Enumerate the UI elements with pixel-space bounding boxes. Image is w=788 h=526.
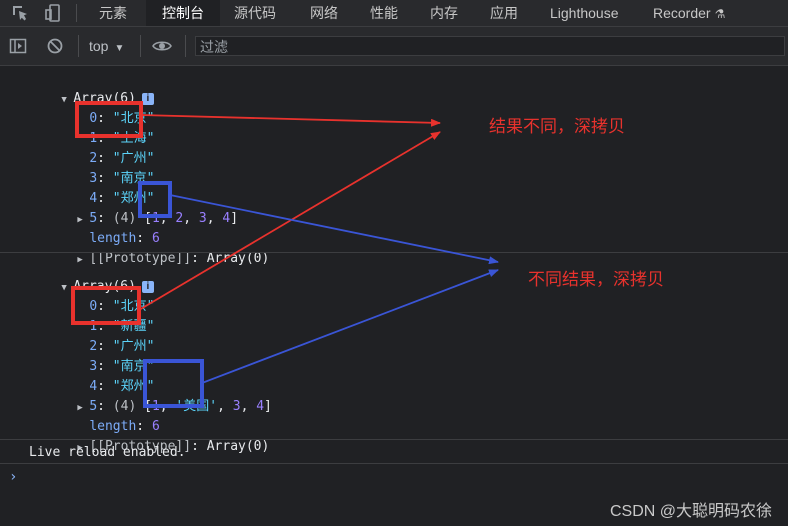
devtools-tab-bar: 元素 控制台 源代码 网络 性能 内存 应用 Lighthouse Record… xyxy=(0,0,788,27)
tab-elements[interactable]: 元素 xyxy=(99,5,127,21)
live-expression-eye-icon[interactable] xyxy=(152,37,172,55)
array1-nested-count: (4) xyxy=(112,211,137,226)
highlight-box-usa xyxy=(143,359,204,408)
array2-nested-index: 5 xyxy=(89,399,98,414)
highlight-box-value-2 xyxy=(138,181,172,218)
arrow-shanghai xyxy=(140,114,441,127)
array1-item-4: 4: "郑州" xyxy=(89,191,155,206)
info-icon[interactable]: i xyxy=(141,281,154,293)
array2-nested-value-2: 3 xyxy=(232,399,241,414)
array1-nested-value-0: 1 xyxy=(151,211,160,226)
array1-item-2: 2: "广州" xyxy=(89,151,155,166)
tab-application[interactable]: 应用 xyxy=(490,5,518,21)
flask-icon: ⚗ xyxy=(714,7,726,21)
collapsed-triangle-icon: ▶ xyxy=(77,215,83,225)
sidebar-toggle-icon[interactable] xyxy=(9,37,27,55)
caret-down-icon: ▼ xyxy=(114,43,125,54)
array1-length-key: length xyxy=(89,231,137,246)
array2-item-1-index: 1 xyxy=(89,319,98,334)
collapsed-triangle-icon: ▶ xyxy=(77,403,83,413)
array1-nested-value-1: 2 xyxy=(175,211,184,226)
console-toolbar: top ▼ 过滤 xyxy=(0,27,788,66)
console-divider xyxy=(0,463,788,464)
console-divider xyxy=(0,439,788,440)
watermark: CSDN @大聪明码农徐 xyxy=(609,503,772,520)
array1-item-4-value: "郑州" xyxy=(112,191,155,206)
annotation-top: 结果不同，深拷贝 xyxy=(489,117,625,136)
array1-item-2-value: "广州" xyxy=(112,151,155,166)
array2-nested-count: (4) xyxy=(112,399,137,414)
toolbar-separator xyxy=(185,35,186,57)
context-selector[interactable]: top ▼ xyxy=(89,38,124,54)
filter-input[interactable]: 过滤 xyxy=(195,36,785,56)
array1-nested-value-2: 3 xyxy=(198,211,207,226)
clear-console-icon[interactable] xyxy=(46,37,64,55)
tab-performance[interactable]: 性能 xyxy=(370,5,398,21)
tab-recorder[interactable]: Recorder⚗ xyxy=(653,0,725,26)
array1-prototype[interactable]: ▶[[Prototype]]: Array(0) xyxy=(46,229,269,266)
array2-item-2-index: 2 xyxy=(89,339,98,354)
array1-item-4-index: 4 xyxy=(89,191,98,206)
array2-item-2-value: "广州" xyxy=(112,339,155,354)
array1-item-2-index: 2 xyxy=(89,151,98,166)
array1-nested-array[interactable]: ▶5: (4) [1, 2, 3, 4] xyxy=(46,189,238,226)
tab-network[interactable]: 网络 xyxy=(310,5,338,21)
expanded-triangle-icon: ▼ xyxy=(61,283,67,293)
array1-item-0-index: 0 xyxy=(89,111,98,126)
tab-memory[interactable]: 内存 xyxy=(430,5,458,21)
status-message: Live reload enabled. xyxy=(29,445,186,460)
console-prompt-icon[interactable]: › xyxy=(9,469,18,485)
array2-item-0: 0: "北京" xyxy=(89,299,155,314)
array2-length: length: 6 xyxy=(89,419,160,434)
array2-item-4-index: 4 xyxy=(89,379,98,394)
array1-prototype-value: Array(0) xyxy=(206,251,270,266)
info-icon[interactable]: i xyxy=(141,93,154,105)
array2-length-value: 6 xyxy=(151,419,160,434)
array2-prototype-key: [[Prototype]] xyxy=(89,439,192,454)
array2-item-0-index: 0 xyxy=(89,299,98,314)
arrow-value-2 xyxy=(169,194,499,265)
tab-console[interactable]: 控制台 xyxy=(146,0,220,26)
array2-nested-value-3: 4 xyxy=(256,399,265,414)
array1-nested-index: 5 xyxy=(89,211,98,226)
arrow-xinjiang xyxy=(138,131,441,311)
array2-item-2: 2: "广州" xyxy=(89,339,155,354)
array2-length-key: length xyxy=(89,419,137,434)
array1-nested-value-3: 4 xyxy=(222,211,231,226)
highlight-box-xinjiang xyxy=(71,286,141,325)
tab-recorder-label: Recorder xyxy=(653,5,711,21)
highlight-box-shanghai xyxy=(75,101,143,138)
array1-prototype-key: [[Prototype]] xyxy=(89,251,192,266)
tab-separator xyxy=(76,4,77,22)
array2-prototype[interactable]: ▶[[Prototype]]: Array(0) xyxy=(46,417,269,454)
device-toolbar-icon[interactable] xyxy=(44,3,64,23)
tab-sources[interactable]: 源代码 xyxy=(234,5,276,21)
context-selector-label: top xyxy=(89,38,109,54)
array2-prototype-value: Array(0) xyxy=(206,439,270,454)
tab-lighthouse[interactable]: Lighthouse xyxy=(550,5,619,21)
array1-length: length: 6 xyxy=(89,231,160,246)
array2-item-0-value: "北京" xyxy=(112,299,155,314)
inspect-element-icon[interactable] xyxy=(10,3,30,23)
expanded-triangle-icon: ▼ xyxy=(61,95,67,105)
toolbar-separator xyxy=(78,35,79,57)
array2-item-3-index: 3 xyxy=(89,359,98,374)
console-divider xyxy=(0,252,788,253)
annotation-bottom: 不同结果，深拷贝 xyxy=(528,270,664,289)
array1-item-1-index: 1 xyxy=(89,131,98,146)
toolbar-separator xyxy=(140,35,141,57)
collapsed-triangle-icon: ▶ xyxy=(77,255,83,265)
array1-length-value: 6 xyxy=(151,231,160,246)
arrow-usa xyxy=(201,269,499,384)
array1-item-3-index: 3 xyxy=(89,171,98,186)
collapsed-triangle-icon: ▶ xyxy=(77,443,83,453)
